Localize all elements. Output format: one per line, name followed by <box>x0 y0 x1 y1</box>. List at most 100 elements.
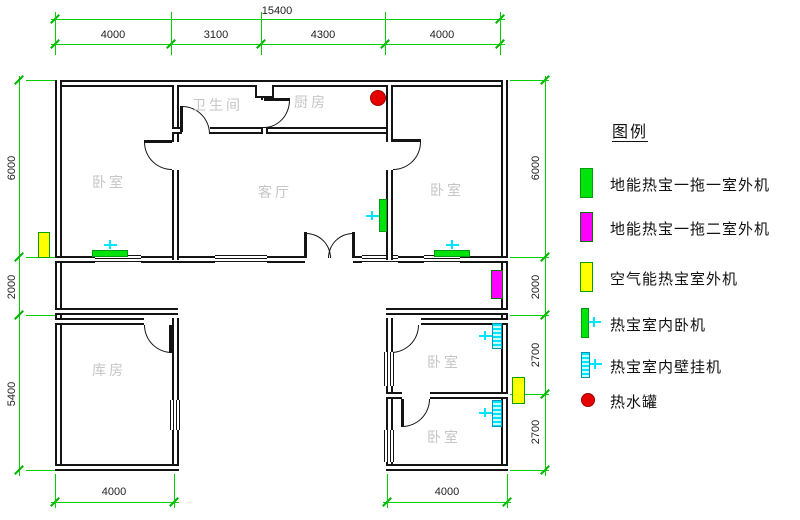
legend-green-outdoor-icon <box>580 168 593 198</box>
indoor-unit-living-room <box>379 199 387 232</box>
wall <box>172 85 179 142</box>
extension-line <box>500 12 501 55</box>
dim-top-seg-3: 4000 <box>429 29 455 41</box>
window <box>362 255 398 264</box>
door-leaf <box>304 232 307 258</box>
window <box>384 352 394 386</box>
legend-water-tank-icon <box>581 393 595 407</box>
dim-right-2: 2700 <box>530 342 542 368</box>
dim-line-top-segments <box>51 44 505 45</box>
wall <box>386 85 393 142</box>
door-arc <box>144 142 172 170</box>
legend-item-label: 地能热宝一拖二室外机 <box>610 221 771 238</box>
pipe-cross-icon <box>590 363 602 365</box>
room-label-storage: 库房 <box>92 362 126 378</box>
dim-left-2: 5400 <box>6 381 18 407</box>
legend-title: 图例 <box>612 124 649 141</box>
legend-magenta-outdoor-icon <box>580 212 593 242</box>
door-arc <box>393 142 421 170</box>
room-label-bedroom-se1: 卧室 <box>427 354 461 370</box>
extension-line <box>510 257 549 258</box>
extension-line <box>26 315 56 316</box>
dim-right-0: 6000 <box>530 155 542 181</box>
extension-line <box>510 470 549 471</box>
door-leaf <box>180 106 183 132</box>
door-arc <box>391 325 419 353</box>
extension-line <box>387 474 388 508</box>
dim-line-top-total <box>51 19 505 20</box>
extension-line <box>510 315 549 316</box>
room-label-kitchen: 厨房 <box>294 94 328 110</box>
pipe-cross-icon <box>594 359 596 369</box>
extension-line <box>55 12 56 55</box>
wall <box>210 127 393 134</box>
extension-line <box>510 394 549 395</box>
extension-line <box>261 12 262 55</box>
dim-line-left <box>19 76 20 476</box>
dim-top-seg-0: 4000 <box>100 29 126 41</box>
wall <box>55 308 178 315</box>
extension-line <box>26 470 56 471</box>
dim-bottom-0: 4000 <box>101 486 127 498</box>
wall-unit-bedroom-se1 <box>492 323 502 349</box>
wall <box>172 170 179 260</box>
wall <box>55 464 179 471</box>
window <box>170 400 180 430</box>
air-source-outdoor-unit-east <box>512 377 525 404</box>
door-arc <box>402 399 430 427</box>
dim-line-bottom-right <box>383 502 511 503</box>
extension-line <box>385 12 386 55</box>
wall <box>172 127 182 134</box>
flue-notch <box>255 85 274 98</box>
one-to-two-outdoor-unit <box>491 270 503 299</box>
dim-top-seg-1: 3100 <box>203 29 229 41</box>
room-label-living-room: 客厅 <box>258 184 292 200</box>
dim-right-3: 2700 <box>530 419 542 445</box>
door-leaf <box>393 139 421 142</box>
extension-line <box>26 80 56 81</box>
door-arc <box>328 233 353 258</box>
hot-water-tank <box>370 90 386 106</box>
window <box>215 255 267 264</box>
door-leaf <box>264 98 290 101</box>
dim-right-1: 2000 <box>530 274 542 300</box>
air-source-outdoor-unit-west <box>38 232 50 258</box>
room-label-bedroom-se2: 卧室 <box>427 429 461 445</box>
pipe-cross-icon <box>484 408 486 417</box>
pipe-cross-icon <box>589 321 601 323</box>
wall <box>172 318 179 471</box>
dim-top-seg-2: 4300 <box>310 29 336 41</box>
room-label-bathroom: 卫生间 <box>192 97 243 113</box>
window <box>384 430 394 462</box>
room-label-bedroom-ne: 卧室 <box>430 182 464 198</box>
legend-floor-unit-icon <box>581 308 589 338</box>
legend-item-label: 空气能热宝室外机 <box>610 271 739 288</box>
pipe-cross-icon <box>451 240 453 249</box>
extension-line <box>55 474 56 508</box>
legend-wall-unit-icon <box>581 352 590 378</box>
window <box>424 255 460 264</box>
door-arc <box>264 100 290 128</box>
extension-line <box>171 12 172 55</box>
legend-item-label: 热宝室内卧机 <box>610 317 707 334</box>
room-label-bedroom-nw: 卧室 <box>92 174 126 190</box>
wall <box>55 80 62 471</box>
wall <box>386 308 508 315</box>
door-arc <box>144 325 172 353</box>
pipe-cross-icon <box>593 317 595 327</box>
pipe-cross-icon <box>371 211 373 220</box>
door-leaf <box>352 232 355 258</box>
dim-line-right <box>545 76 546 476</box>
wall <box>421 318 508 325</box>
pipe-cross-icon <box>109 240 111 249</box>
dim-line-bottom-left <box>51 502 179 503</box>
legend-item-label: 热宝室内壁挂机 <box>610 359 723 376</box>
extension-line <box>507 474 508 508</box>
wall <box>386 392 402 399</box>
legend-item-label: 热水罐 <box>610 394 659 411</box>
legend-item-label: 地能热宝一拖一室外机 <box>610 177 771 194</box>
pipe-cross-icon <box>484 331 486 340</box>
wall <box>430 392 508 399</box>
legend-yellow-outdoor-icon <box>580 262 593 292</box>
